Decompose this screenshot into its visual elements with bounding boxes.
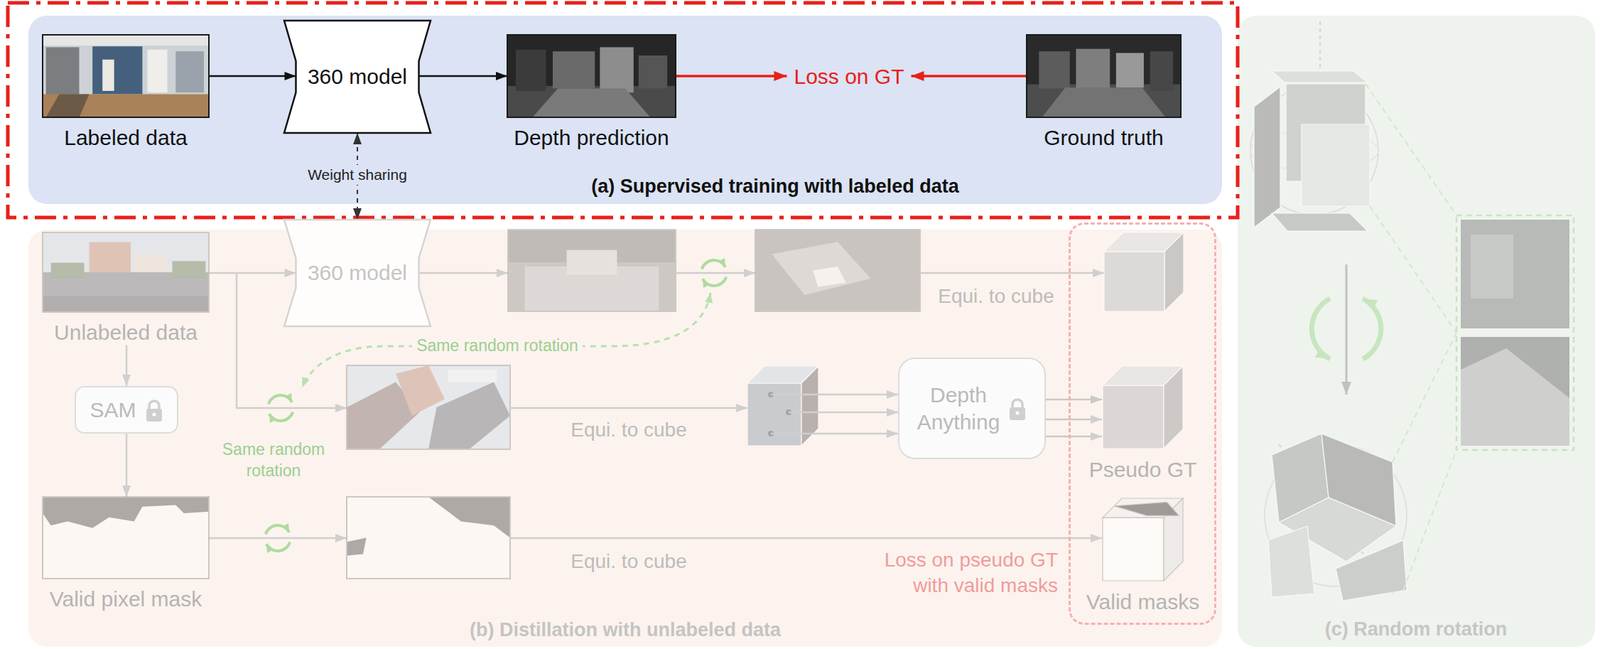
cube-picture xyxy=(1101,497,1184,582)
flow-arrow xyxy=(1045,398,1102,401)
picture xyxy=(1026,34,1181,118)
panel-ground xyxy=(1237,15,1596,647)
step-label: Equi. to cube xyxy=(570,548,687,575)
image-caption: Depth prediction xyxy=(513,125,669,151)
region-label-holder: Loss on pseudo GT with valid masks xyxy=(858,547,1058,599)
image-caption: Unlabeled data xyxy=(53,320,198,346)
rotation-icon xyxy=(265,525,290,551)
panel-ground xyxy=(28,229,1223,647)
highlight-frame xyxy=(7,2,1238,218)
lock-icon xyxy=(1008,396,1027,421)
cubemap-thumbnail: Pseudo GT xyxy=(1101,365,1184,483)
flow-arrow xyxy=(208,75,296,78)
cube-picture xyxy=(1101,365,1184,450)
image-thumbnail: Depth prediction xyxy=(507,34,676,151)
step-label: Equi. to cube xyxy=(937,283,1054,310)
picture xyxy=(507,34,676,118)
image-caption: Valid pixel mask xyxy=(49,586,203,612)
panel-title: (c) Random rotation xyxy=(1325,616,1508,642)
edge-label: Weight sharing xyxy=(303,164,412,185)
loss-label: Loss on GT xyxy=(793,62,904,91)
step-label: Equi. to cube xyxy=(570,417,687,443)
panel-band: (a) Supervised training with labeled dat… xyxy=(28,15,1223,204)
module-label: Depth Anything xyxy=(917,381,1001,435)
image-thumbnail: Valid pixel mask xyxy=(42,496,209,612)
title-holder: (b) Distillation with unlabeled data xyxy=(469,617,781,643)
rotation-icon xyxy=(268,395,293,421)
model-label: 360 model xyxy=(307,64,408,90)
lock-icon xyxy=(144,397,164,423)
prediction-picture xyxy=(507,229,676,312)
label-holder: Loss on GT xyxy=(793,62,904,91)
panel-title: (b) Distillation with unlabeled data xyxy=(469,617,781,643)
distillation-flow xyxy=(208,229,1184,579)
flow-arrow xyxy=(208,272,296,275)
region-label: Loss on pseudo GT with valid masks xyxy=(858,547,1058,599)
rotated-mask xyxy=(346,496,511,579)
rotation-icon xyxy=(701,260,727,286)
panel-title: (a) Supervised training with labeled dat… xyxy=(591,174,960,199)
rotation-note: Same random rotation xyxy=(211,439,337,482)
label-holder: Same random rotation xyxy=(412,335,583,357)
loss-region: Loss on pseudo GT with valid masksPseudo… xyxy=(1068,222,1217,625)
rotation-illustration xyxy=(1250,21,1574,601)
title-holder: (a) Supervised training with labeled dat… xyxy=(591,174,960,199)
image-thumbnail: Ground truth xyxy=(1026,34,1181,151)
edge-label-holder: Weight sharing xyxy=(303,164,412,185)
model-block: 360 model xyxy=(284,20,431,133)
label-holder: Equi. to cube xyxy=(570,417,687,443)
cubemap-thumbnail: Valid masks xyxy=(1101,497,1184,615)
cube-caption: Pseudo GT xyxy=(1089,457,1198,483)
picture xyxy=(42,496,209,579)
image-caption: Ground truth xyxy=(1043,125,1164,151)
panel-band: (c) Random rotation xyxy=(1237,15,1596,647)
rotated-prediction xyxy=(755,229,921,312)
flow-arrow xyxy=(419,75,508,78)
picture xyxy=(42,34,209,118)
rotation-note: Same random rotation xyxy=(412,335,583,357)
cube-caption: Valid masks xyxy=(1086,589,1200,615)
model-block: 360 model xyxy=(284,219,431,327)
image-thumbnail: Unlabeled data xyxy=(42,232,209,346)
flow-arrow xyxy=(125,433,128,497)
flow-arrow xyxy=(125,345,128,387)
module-box: Depth Anything xyxy=(898,357,1046,459)
image-caption: Labeled data xyxy=(63,125,188,151)
picture xyxy=(42,232,209,312)
rotated-image xyxy=(346,365,511,450)
image-thumbnail: Labeled data xyxy=(42,34,209,151)
label-holder: Equi. to cube xyxy=(570,548,687,575)
label-holder: Equi. to cube xyxy=(937,283,1054,310)
label-holder: Same random rotation xyxy=(211,439,337,482)
module-box: SAM xyxy=(74,385,179,434)
panel-ground xyxy=(28,15,1223,204)
model-label: 360 model xyxy=(307,260,408,286)
module-label: SAM xyxy=(89,396,136,424)
title-holder: (c) Random rotation xyxy=(1325,616,1508,642)
